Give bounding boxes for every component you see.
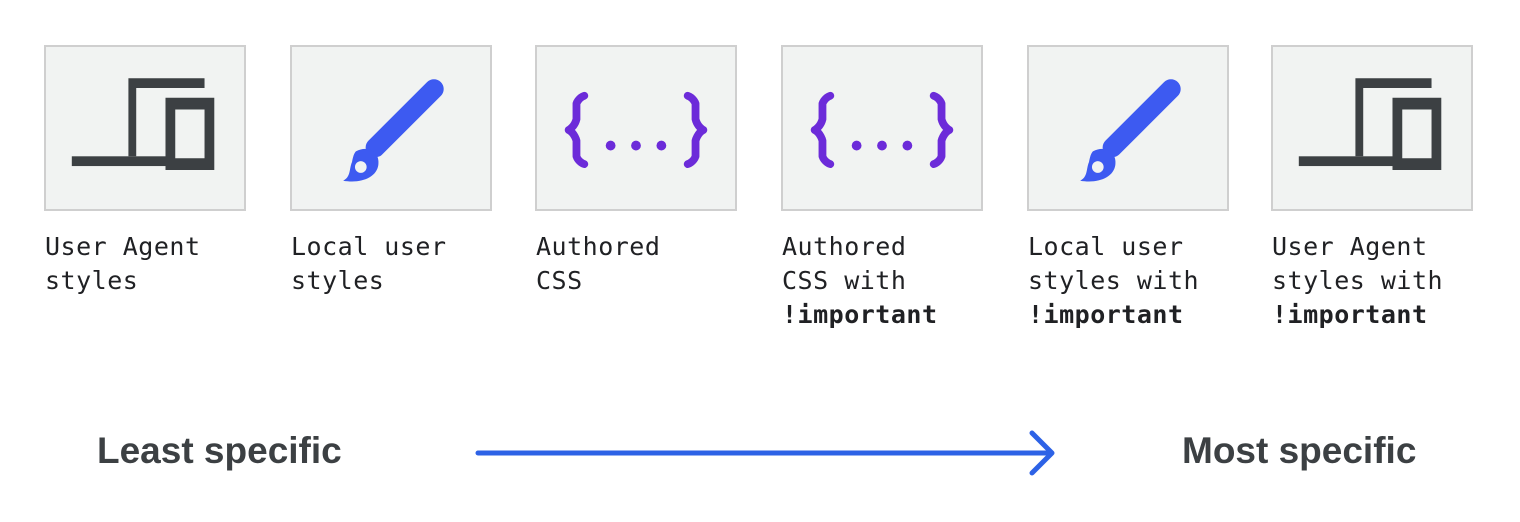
- label-line: User Agent: [45, 232, 201, 261]
- devices-icon: [71, 78, 215, 170]
- label-line: styles with: [1028, 266, 1200, 295]
- label-line: Local user: [291, 232, 447, 261]
- paintbrush-icon: [1080, 79, 1181, 182]
- label-line: Authored: [536, 232, 661, 261]
- arrow-right-icon: [475, 430, 1055, 476]
- tile-authored-css-important: [781, 45, 983, 211]
- tile-local-user-styles-important: [1027, 45, 1229, 211]
- label-authored-css-important: Authored CSS with !important: [782, 230, 1022, 332]
- label-user-agent-styles: User Agent styles: [45, 230, 285, 298]
- least-specific-label: Least specific: [97, 430, 342, 471]
- label-line: CSS with: [782, 266, 907, 295]
- paintbrush-icon: [343, 79, 444, 182]
- close-brace: [929, 91, 954, 169]
- label-authored-css: Authored CSS: [536, 230, 776, 298]
- braces-icon: [810, 91, 954, 169]
- close-brace: [683, 91, 708, 169]
- open-brace: [810, 91, 835, 169]
- label-important: !important: [1272, 300, 1428, 329]
- label-user-agent-styles-important: User Agent styles with !important: [1272, 230, 1512, 332]
- most-specific-label: Most specific: [1182, 430, 1417, 471]
- label-line: User Agent: [1272, 232, 1428, 261]
- label-important: !important: [782, 300, 938, 329]
- tile-user-agent-styles: [44, 45, 246, 211]
- braces-icon: [564, 91, 708, 169]
- label-line: Authored: [782, 232, 907, 261]
- label-local-user-styles-important: Local user styles with !important: [1028, 230, 1268, 332]
- label-local-user-styles: Local user styles: [291, 230, 531, 298]
- devices-icon: [1298, 78, 1442, 170]
- label-line: styles: [291, 266, 385, 295]
- open-brace: [564, 91, 589, 169]
- tile-authored-css: [535, 45, 737, 211]
- label-line: CSS: [536, 266, 583, 295]
- tile-local-user-styles: [290, 45, 492, 211]
- label-important: !important: [1028, 300, 1184, 329]
- label-line: Local user: [1028, 232, 1184, 261]
- tile-user-agent-styles-important: [1271, 45, 1473, 211]
- label-line: styles with: [1272, 266, 1444, 295]
- label-line: styles: [45, 266, 139, 295]
